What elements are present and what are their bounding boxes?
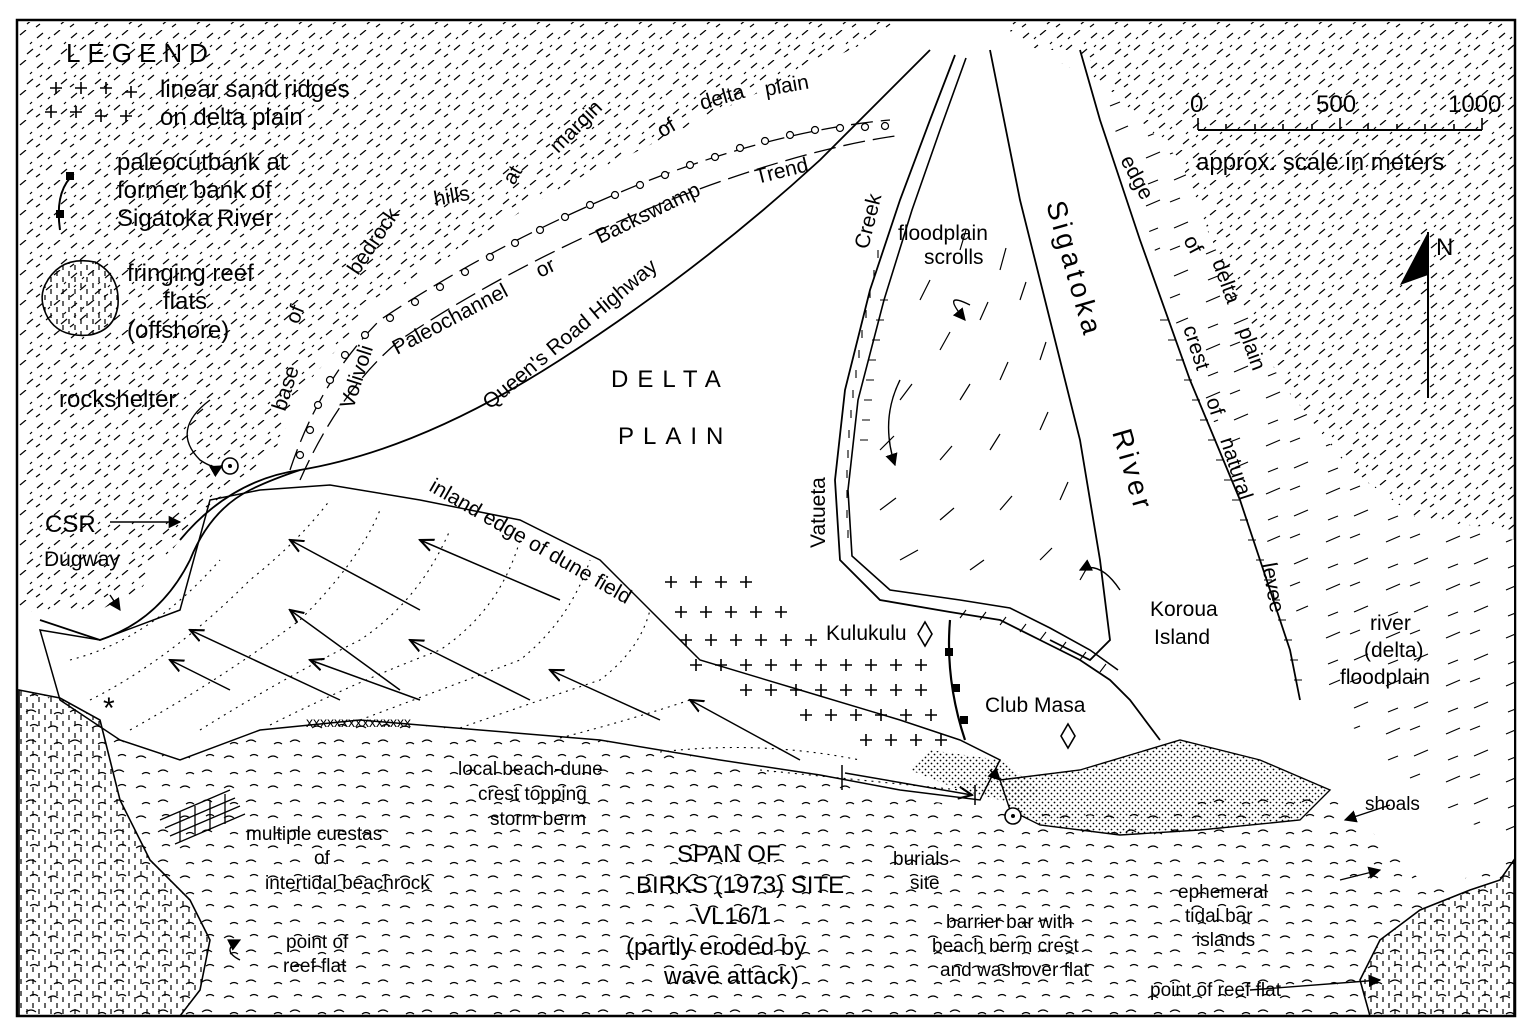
river-floodplain-area <box>1090 60 1514 850</box>
rockshelter-dot <box>228 464 232 468</box>
label-club-masa: Club Masa <box>985 694 1086 717</box>
dune-dotted-ridges <box>69 499 961 791</box>
label-point-reef-1: point of <box>286 932 349 953</box>
scale-tick-0: 0 <box>1190 91 1203 118</box>
label-shoals: shoals <box>1365 794 1420 815</box>
legend-cutbank-square-b <box>56 210 64 218</box>
label-floodplain-scrolls-2: scrolls <box>924 246 984 269</box>
dune-field-outline <box>38 484 1002 801</box>
legend-item-sand-ridges-line1: linear sand ridges <box>160 76 349 103</box>
label-kulukulu: Kulukulu <box>826 622 907 645</box>
label-delta: DELTA <box>611 366 730 393</box>
legend-cross-symbol <box>45 82 137 122</box>
label-of-crest: of <box>1201 394 1228 418</box>
legend-cutbank-square-a <box>66 172 74 180</box>
paleocutbank-squares <box>945 648 968 724</box>
sea-area <box>19 690 1514 1016</box>
label-local-beach-3: storm berm <box>490 809 586 830</box>
north-label: N <box>1436 234 1453 261</box>
label-dugway: Dugway <box>44 548 120 571</box>
bedrock-hills-area <box>19 22 900 612</box>
reef-flat-east <box>1359 857 1515 1017</box>
river-east-bank-inner <box>989 49 1111 662</box>
paleochannel-circles <box>295 121 890 460</box>
legend-title: LEGEND <box>66 38 215 68</box>
north-arrow: N <box>1400 232 1453 398</box>
pointer-arrows <box>108 299 1391 991</box>
label-cuestas-1: multiple cuestas <box>246 824 382 845</box>
legend-item-reef-line2: flats <box>163 288 207 315</box>
label-burials-1: burials <box>893 849 949 870</box>
label-span-2: BIRKS (1973) SITE <box>636 872 844 899</box>
burials-dot <box>1011 814 1015 818</box>
label-river-fp-3: floodplain <box>1340 666 1430 689</box>
reef-flat-west <box>18 689 211 1017</box>
label-floodplain-scrolls-1: floodplain <box>898 222 988 245</box>
label-vatueta: Vatueta <box>807 477 830 548</box>
legend-item-reef-line1: fringing reef <box>127 260 254 287</box>
vatueta-creek-line <box>847 57 1119 671</box>
paleochannel-line-b <box>299 135 896 481</box>
coastal-road-line <box>39 469 301 641</box>
label-river-fp-2: (delta) <box>1364 639 1424 662</box>
label-cuestas-2: of <box>314 848 331 869</box>
sand-ridge-crosses <box>665 576 947 746</box>
barrier-bar <box>999 739 1332 836</box>
label-span-3: VL16/1 <box>695 903 771 930</box>
label-span-4: (partly eroded by <box>626 934 806 961</box>
label-point-reef-right: point of reef flat <box>1150 980 1282 1001</box>
legend-item-sand-ridges-line2: on delta plain <box>160 104 303 131</box>
paleocutbank-line <box>947 619 967 741</box>
kulukulu-diamond-icon <box>917 620 933 648</box>
bedrock-hills-east <box>1000 22 1514 530</box>
label-koroua-2: Island <box>1154 626 1210 649</box>
natural-levee-hachure <box>959 319 1302 681</box>
label-barrier-1: barrier bar with <box>946 912 1073 933</box>
scale-bar: 0 500 1000 approx. scale in meters <box>1190 91 1501 176</box>
label-csr: CSR <box>45 511 96 538</box>
wind-arrows <box>170 540 801 761</box>
queens-road-line <box>179 49 931 541</box>
label-river-fp-1: river <box>1370 612 1411 635</box>
scale-caption: approx. scale in meters <box>1196 149 1444 176</box>
label-koroua-1: Koroua <box>1150 598 1218 621</box>
beachrock-cuestas <box>159 789 246 845</box>
legend-item-reef-line3: (offshore) <box>127 317 229 344</box>
label-rockshelter: rockshelter <box>59 386 176 413</box>
creek-hachure <box>846 250 888 538</box>
floodplain-scrolls <box>879 229 1089 581</box>
washover-flat <box>910 750 1040 805</box>
label-point-reef-2: reef flat <box>283 956 347 977</box>
label-ephemeral-3: islands <box>1196 930 1255 951</box>
span-indicator <box>841 765 976 805</box>
label-ephemeral-1: ephemeral <box>1178 882 1268 903</box>
label-burials-2: site <box>910 873 940 894</box>
label-cuestas-3: intertidal beachrock <box>265 873 430 894</box>
asterisk-site-icon: * <box>103 692 115 725</box>
label-ephemeral-2: tidal bar <box>1185 906 1253 927</box>
scale-tick-1000: 1000 <box>1448 91 1501 118</box>
label-barrier-2: beach berm crest <box>932 936 1080 957</box>
label-span-1: SPAN OF <box>677 841 781 868</box>
legend-reef-symbol <box>41 259 119 337</box>
label-span-5: wave attack) <box>663 963 799 990</box>
label-local-beach-2: crest topping <box>478 784 587 805</box>
legend: LEGEND linear sand ridges on delta plain… <box>66 38 349 344</box>
label-local-beach-1: local beach-dune <box>458 759 603 780</box>
legend-paleocutbank-symbol <box>57 177 71 231</box>
scale-tick-500: 500 <box>1316 91 1356 118</box>
label-beachrock-x: xxxxxxxxxxxxxxx <box>306 714 411 730</box>
legend-item-cutbank-line1: paleocutbank at <box>117 149 287 176</box>
legend-item-cutbank-line2: former bank of <box>117 177 272 204</box>
river-west-bank <box>834 54 1161 741</box>
club-masa-diamond-icon <box>1060 722 1076 750</box>
legend-item-cutbank-line3: Sigatoka River <box>117 205 273 232</box>
label-plain: PLAIN <box>618 423 732 450</box>
paleochannel-line-a <box>289 119 891 471</box>
label-barrier-3: and washover flat <box>940 960 1090 981</box>
